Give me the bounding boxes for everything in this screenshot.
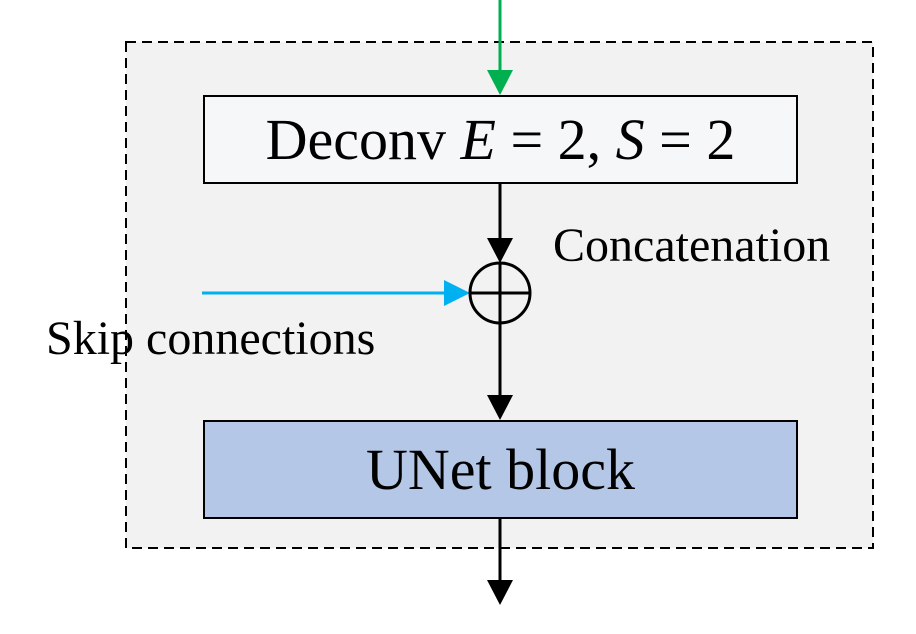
deconv-s-value: = 2 <box>644 107 736 172</box>
input-arrow-head <box>487 70 513 95</box>
deconv-prefix: Deconv <box>265 107 461 172</box>
deconv-s-symbol: S <box>615 107 645 172</box>
unet-block: UNet block <box>203 420 798 519</box>
skip-connections-label: Skip connections <box>46 312 376 365</box>
skip-arrow-head <box>444 280 470 306</box>
deconv-e-symbol: E <box>460 107 496 172</box>
concat-to-unet-head <box>487 395 513 420</box>
deconv-block: Deconv E = 2, S = 2 <box>203 95 798 184</box>
circle-plus-icon <box>468 261 532 325</box>
output-arrow-head <box>487 580 513 605</box>
deconv-e-value: = 2, <box>495 107 616 172</box>
deconv-to-concat-head <box>487 238 513 263</box>
unet-block-label: UNet block <box>366 437 635 502</box>
concatenation-label: Concatenation <box>553 219 831 272</box>
